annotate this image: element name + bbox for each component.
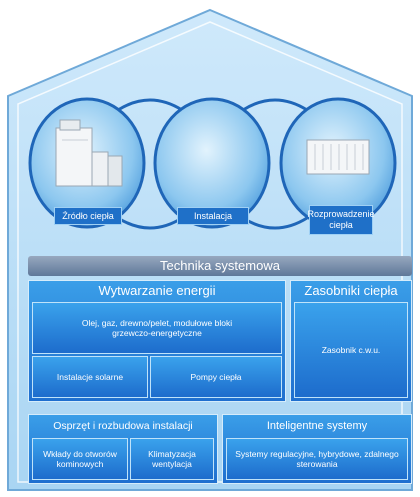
fittings-title: Osprzęt i rozbudowa instalacji [53, 420, 193, 432]
pipe-bottom-1 [117, 216, 183, 230]
storage-title: Zasobniki ciepła [304, 283, 398, 298]
energy-main-cell: Olej, gaz, drewno/pelet, modułowe bloki … [32, 302, 282, 354]
energy-title: Wytwarzanie energii [98, 283, 216, 298]
radiator-icon [306, 139, 370, 175]
storage-cell: Zasobnik c.w.u. [294, 302, 408, 398]
installation-label: Instalacja [177, 207, 249, 225]
heat-pumps-cell: Pompy ciepła [150, 356, 282, 398]
pipe-top-2 [242, 98, 308, 112]
solar-cell: Instalacje solarne [32, 356, 148, 398]
heat-source-label: Źródło ciepła [54, 207, 122, 225]
smart-cell: Systemy regulacyjne, hybrydowe, zdalnego… [226, 438, 408, 480]
aircon-cell: Klimatyzacja wentylacja [130, 438, 214, 480]
boiler-icon [55, 119, 123, 187]
banner-bar [28, 256, 412, 276]
circle-installation [153, 97, 271, 229]
distribution-label: Rozprowadzenie ciepła [307, 205, 375, 235]
system-technology-title: Technika systemowa [160, 258, 280, 273]
chimney-cell: Wkłady do otworów kominowych [32, 438, 128, 480]
pipe-top-1 [117, 98, 183, 112]
smart-title: Inteligentne systemy [266, 420, 368, 432]
